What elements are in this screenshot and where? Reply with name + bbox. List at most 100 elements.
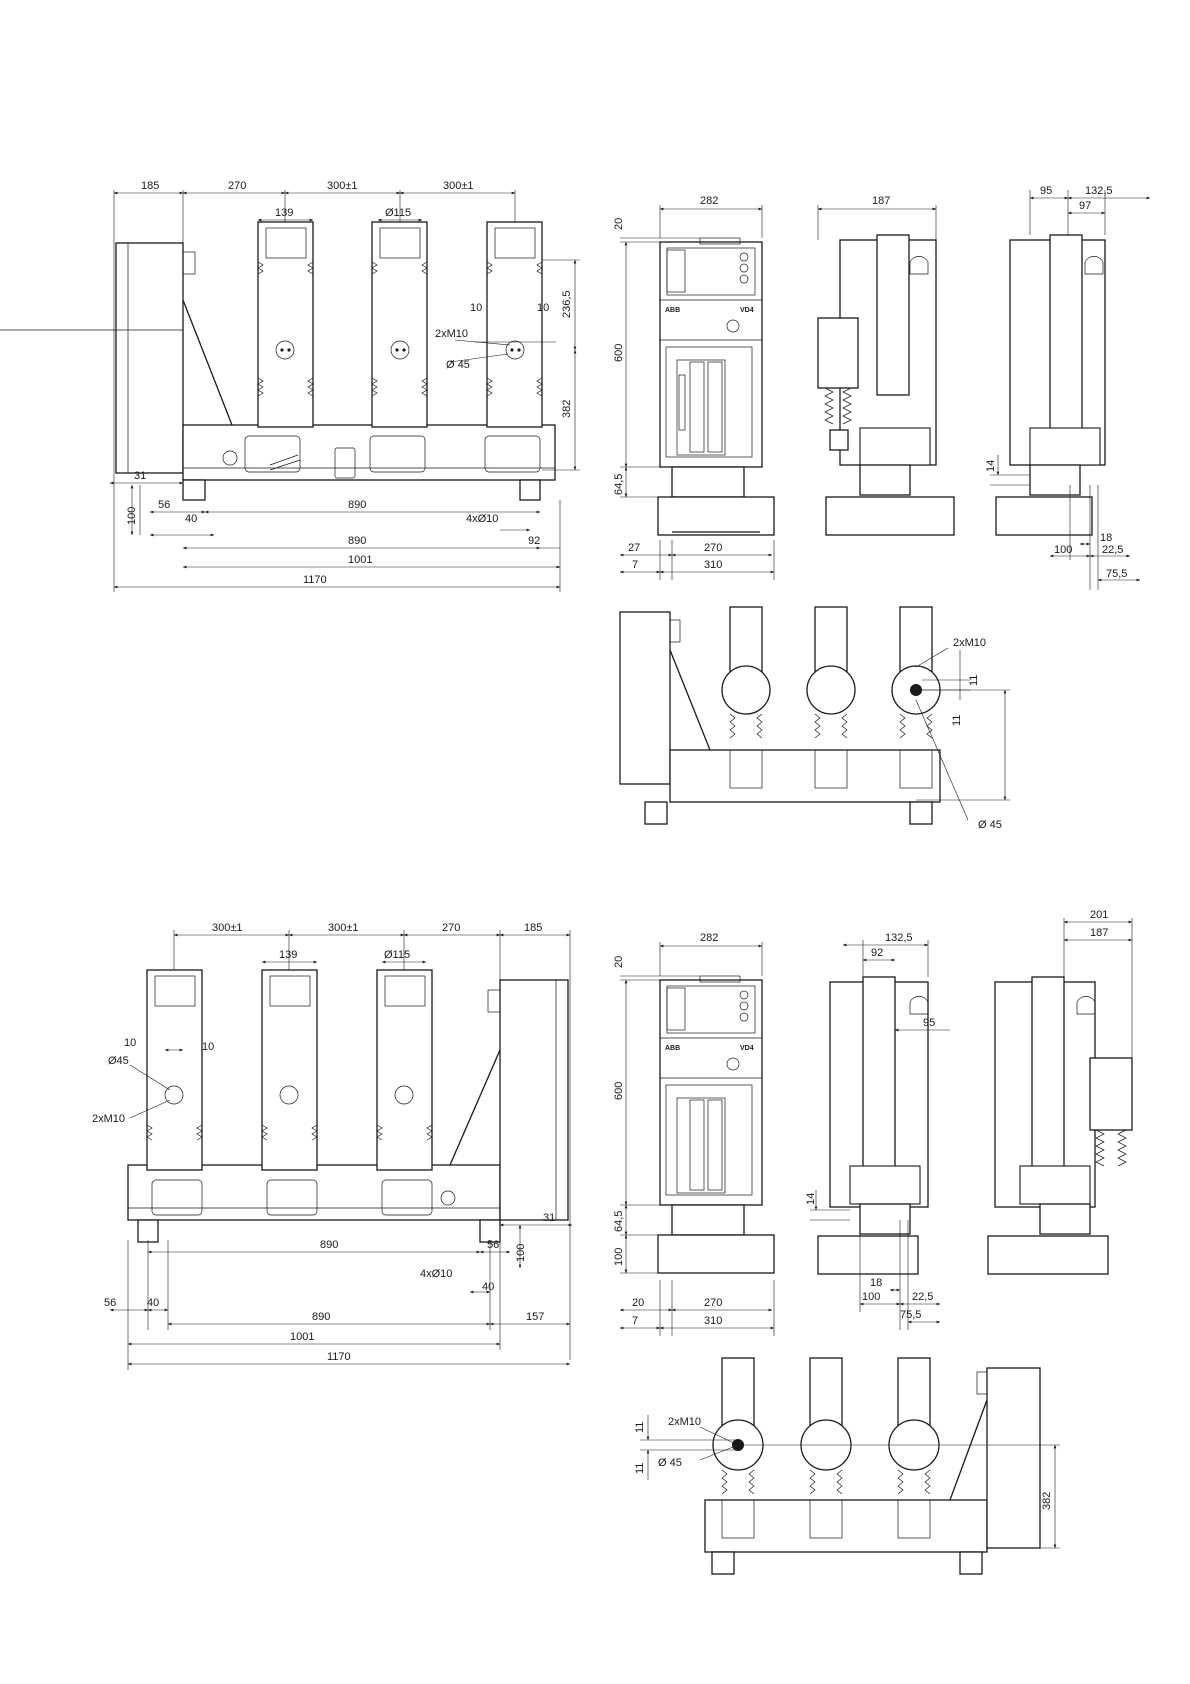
dim-45: Ø 45 <box>658 1457 682 1469</box>
dim-100: 100 <box>613 1248 625 1266</box>
dim-100: 100 <box>1054 544 1072 556</box>
dim-4x10: 4xØ10 <box>466 513 498 525</box>
dim-11-a: 11 <box>634 1422 646 1433</box>
dim-10-b: 10 <box>537 302 549 314</box>
dim-185: 185 <box>524 922 542 934</box>
dim-139: 139 <box>275 207 293 219</box>
dim-10-a: 10 <box>124 1037 136 1049</box>
dim-11-a: 11 <box>968 675 980 686</box>
dim-40: 40 <box>185 513 197 525</box>
dim-300-a: 300±1 <box>212 922 243 934</box>
dim-40-a: 40 <box>482 1281 494 1293</box>
dim-187: 187 <box>1090 927 1108 939</box>
dim-2xm10: 2xM10 <box>668 1416 701 1428</box>
dim-18: 18 <box>1100 532 1112 544</box>
dim-45: Ø45 <box>108 1055 129 1067</box>
dim-270: 270 <box>442 922 460 934</box>
dim-890-a: 890 <box>348 499 366 511</box>
dim-97: 97 <box>1079 200 1091 212</box>
dim-56-a: 56 <box>487 1239 499 1251</box>
dim-236-5: 236,5 <box>561 290 573 318</box>
dim-18: 18 <box>870 1277 882 1289</box>
dim-92: 92 <box>528 535 540 547</box>
abb-logo-text: ABB <box>665 307 680 314</box>
dim-185: 185 <box>141 180 159 192</box>
dim-600: 600 <box>613 344 625 362</box>
dim-115: Ø115 <box>384 949 410 961</box>
dim-95: 95 <box>1040 185 1052 197</box>
dim-40-b: 40 <box>147 1297 159 1309</box>
dim-2xm10: 2xM10 <box>953 637 986 649</box>
abb-logo-text: ABB <box>665 1045 680 1052</box>
dim-22-5: 22,5 <box>1102 544 1123 556</box>
dim-187: 187 <box>872 195 890 207</box>
dim-56-b: 56 <box>104 1297 116 1309</box>
dim-31: 31 <box>134 470 146 482</box>
dim-56: 56 <box>158 499 170 511</box>
dim-45: Ø 45 <box>978 819 1002 831</box>
dim-100: 100 <box>862 1291 880 1303</box>
dim-7: 7 <box>632 559 638 571</box>
view-top-rear: 2xM10 11 11 Ø 45 <box>619 606 1010 831</box>
dim-201: 201 <box>1090 909 1108 921</box>
dim-1170: 1170 <box>327 1351 351 1363</box>
dim-14: 14 <box>805 1193 817 1205</box>
dim-890-b: 890 <box>312 1311 330 1323</box>
dim-14: 14 <box>985 460 997 472</box>
dim-20-a: 20 <box>613 956 625 968</box>
dim-11-b: 11 <box>634 1463 646 1474</box>
dim-270: 270 <box>228 180 246 192</box>
dim-64-5: 64,5 <box>613 1211 625 1232</box>
dim-22-5: 22,5 <box>912 1291 933 1303</box>
dim-7: 7 <box>632 1315 638 1327</box>
dim-132-5: 132,5 <box>1085 185 1113 197</box>
dim-75-5: 75,5 <box>900 1309 921 1321</box>
dim-115: Ø115 <box>385 207 411 219</box>
dim-1170: 1170 <box>303 574 327 586</box>
dim-1001: 1001 <box>290 1331 314 1343</box>
dim-310: 310 <box>704 559 722 571</box>
view-bottom-left-elevation: 300±1 300±1 270 185 139 Ø115 10 10 Ø45 2… <box>92 922 573 1370</box>
dim-4x10: 4xØ10 <box>420 1268 452 1280</box>
dim-11-b: 11 <box>951 715 963 726</box>
dim-100: 100 <box>515 1244 527 1262</box>
view-top-front-panel: ABB VD4 282 20 600 64,5 27 7 270 <box>613 195 775 580</box>
dim-270: 270 <box>704 542 722 554</box>
dim-31: 31 <box>543 1212 555 1224</box>
dim-382: 382 <box>1041 1492 1053 1510</box>
dim-270: 270 <box>704 1297 722 1309</box>
vd4-model-text: VD4 <box>740 307 754 314</box>
dim-600: 600 <box>613 1082 625 1100</box>
view-bottom-side-1: 132,5 92 95 14 18 100 22,5 75,5 <box>805 932 950 1330</box>
dim-95: 95 <box>923 1017 935 1029</box>
dim-27: 27 <box>628 542 640 554</box>
view-bottom-front-panel: ABB VD4 282 20 600 64,5 100 20 7 270 <box>613 932 775 1336</box>
dim-282: 282 <box>700 195 718 207</box>
dim-300-b: 300±1 <box>443 180 474 192</box>
dim-132-5: 132,5 <box>885 932 913 944</box>
dim-890-a: 890 <box>320 1239 338 1251</box>
view-bottom-side-2: 201 187 <box>987 909 1133 1275</box>
dim-2xm10: 2xM10 <box>435 328 468 340</box>
view-top-left-elevation: 185 270 300±1 300±1 139 Ø115 10 10 2xM10… <box>0 180 580 592</box>
vd4-model-text: VD4 <box>740 1045 754 1052</box>
dim-282: 282 <box>700 932 718 944</box>
dim-382: 382 <box>561 400 573 418</box>
dim-890-b: 890 <box>348 535 366 547</box>
dim-10-b: 10 <box>202 1041 214 1053</box>
view-bottom-rear: 2xM10 11 11 Ø 45 382 <box>634 1357 1060 1575</box>
dim-10-a: 10 <box>470 302 482 314</box>
dim-139: 139 <box>279 949 297 961</box>
dim-75-5: 75,5 <box>1106 568 1127 580</box>
view-top-side-2: 95 132,5 97 14 18 100 22,5 75,5 <box>985 185 1151 590</box>
dim-100: 100 <box>126 507 138 525</box>
dim-300-b: 300±1 <box>328 922 359 934</box>
dim-157: 157 <box>526 1311 544 1323</box>
dim-45: Ø 45 <box>446 359 470 371</box>
dim-64-5: 64,5 <box>613 474 625 495</box>
dim-20: 20 <box>613 218 625 230</box>
dim-20-b: 20 <box>632 1297 644 1309</box>
dim-2xm10: 2xM10 <box>92 1113 125 1125</box>
dim-300-a: 300±1 <box>327 180 358 192</box>
